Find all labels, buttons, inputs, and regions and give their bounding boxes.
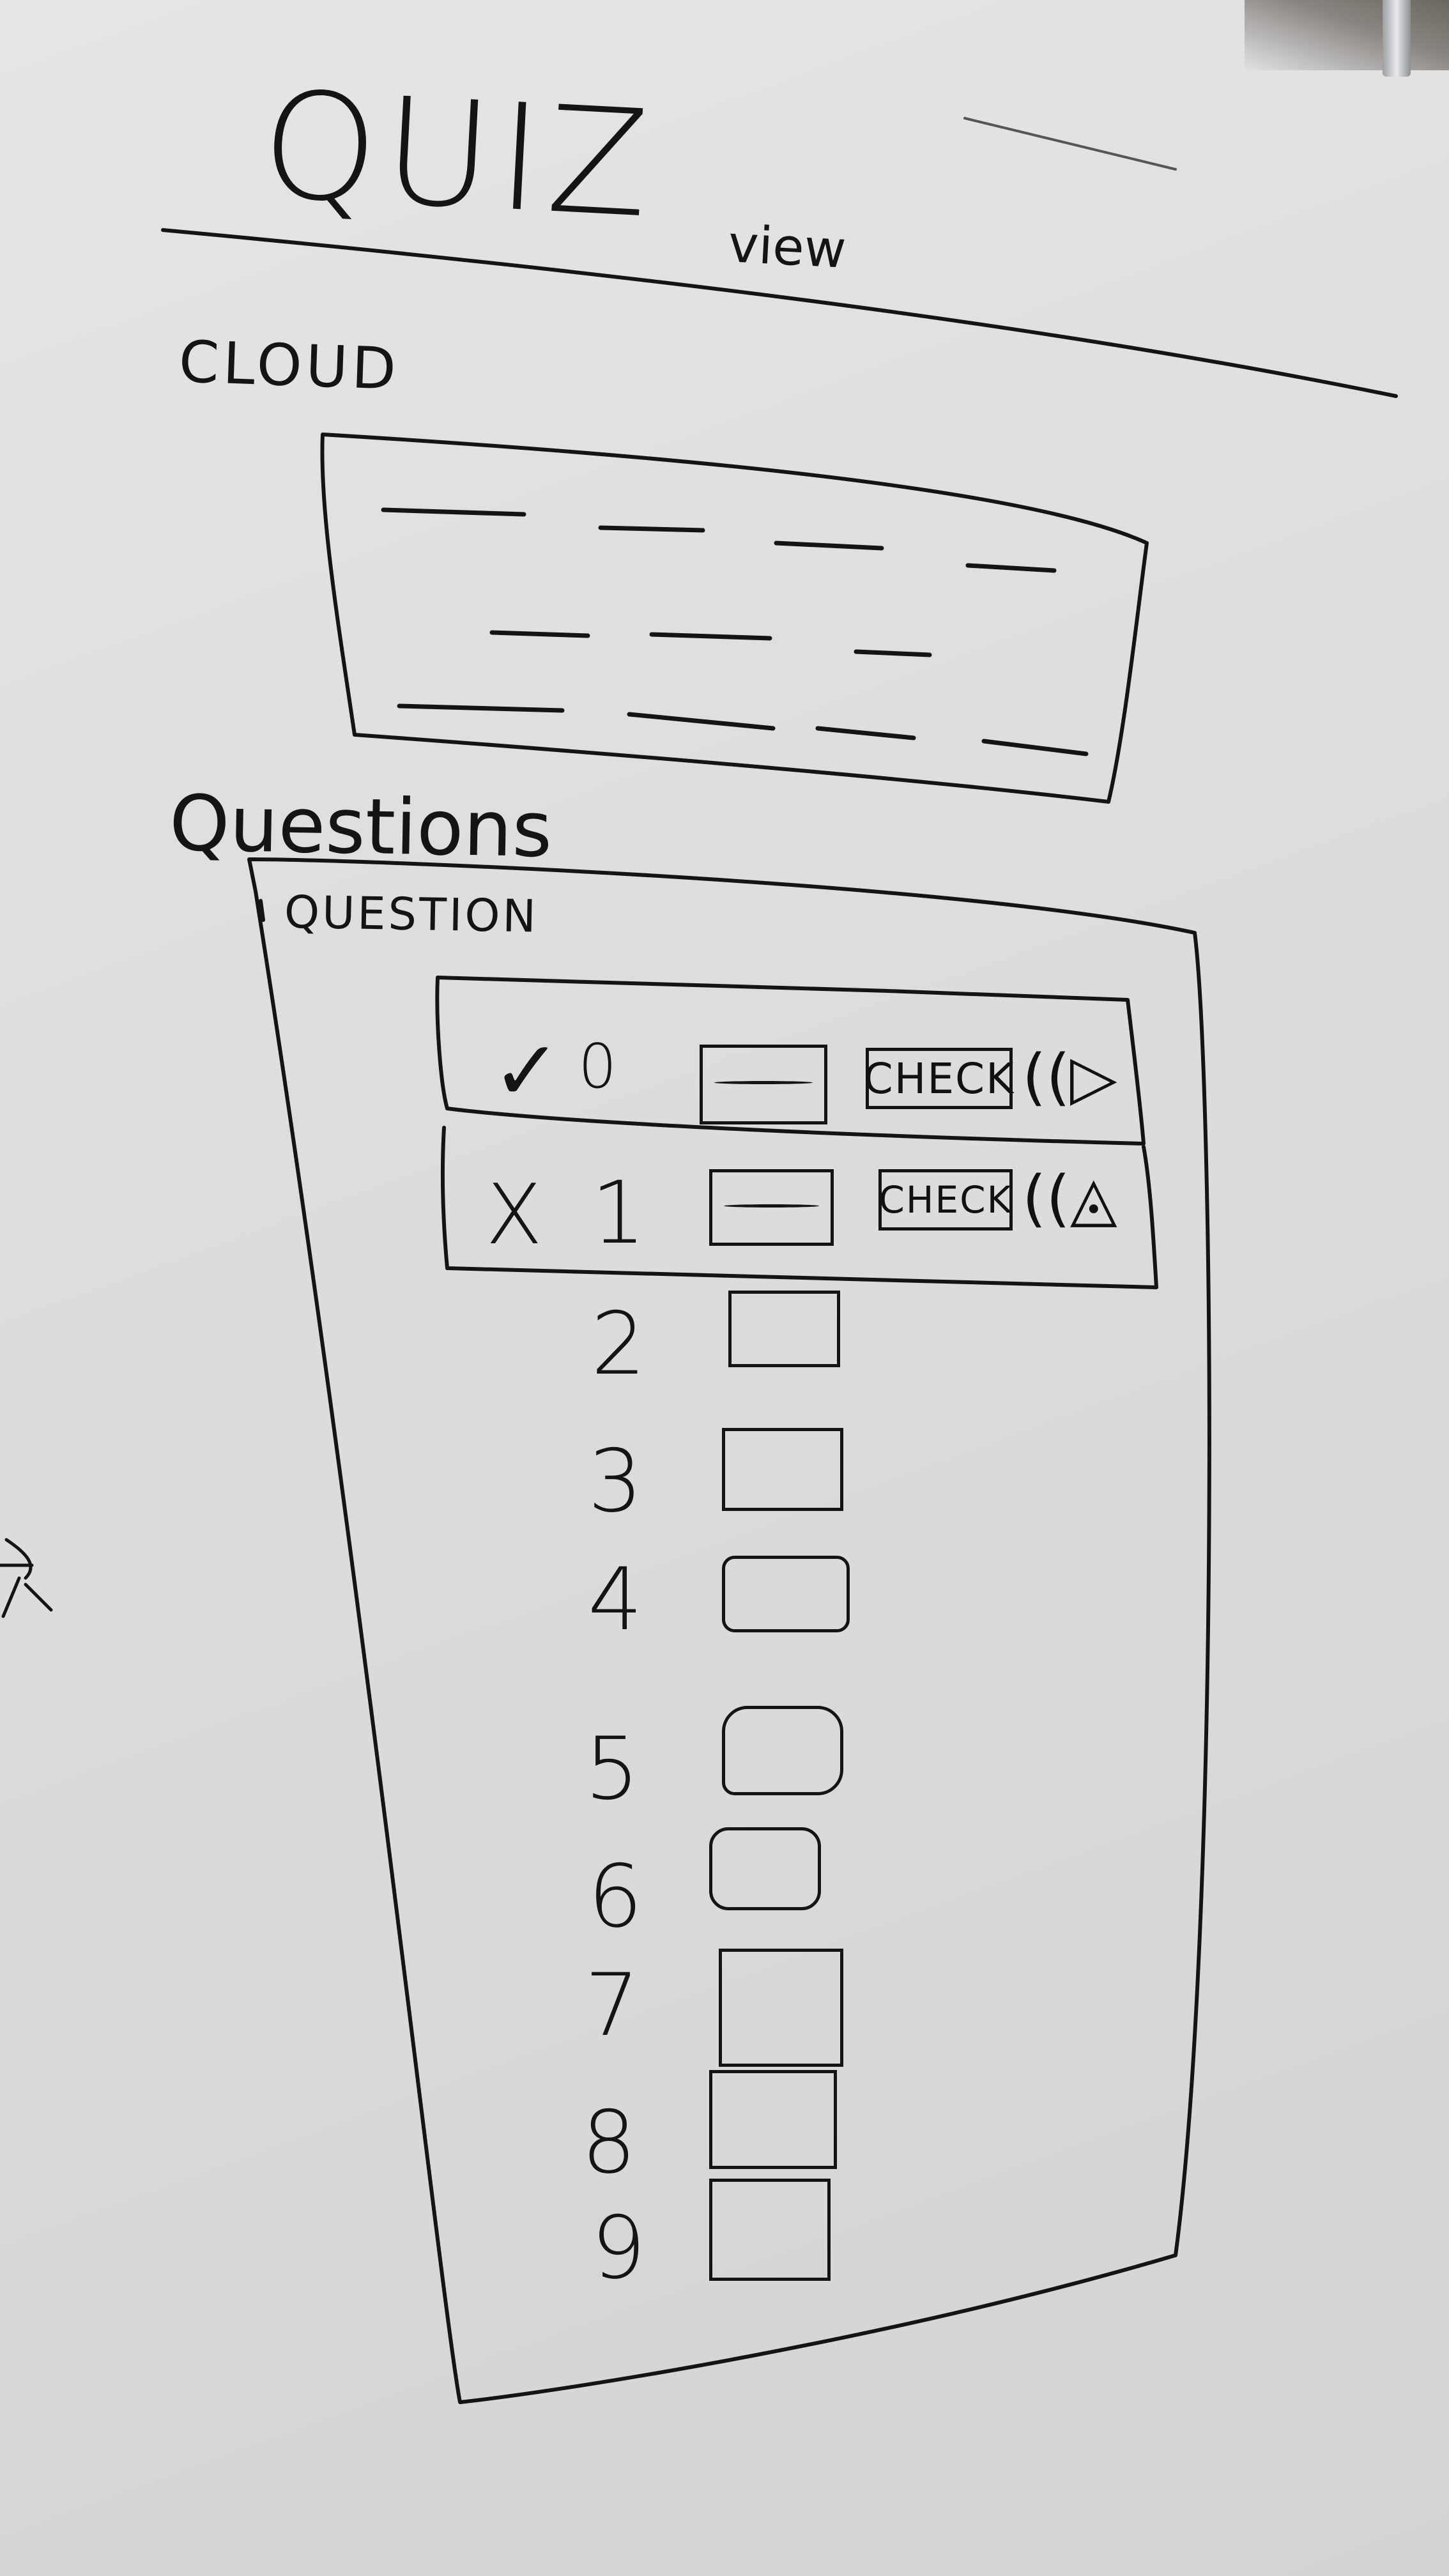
- question-number-8: 8: [581, 2092, 636, 2193]
- question-number-5: 5: [585, 1719, 640, 1819]
- answer-input-0[interactable]: [700, 1045, 827, 1124]
- page-subtitle: view: [726, 214, 848, 280]
- answer-input-8[interactable]: [709, 2070, 837, 2169]
- check-button-1[interactable]: CHECK: [878, 1169, 1013, 1230]
- check-button-0[interactable]: CHECK: [864, 1048, 1013, 1109]
- question-number-4: 4: [588, 1549, 643, 1650]
- answer-input-4[interactable]: [722, 1556, 850, 1632]
- incorrect-mark-icon: X: [486, 1166, 543, 1263]
- background-corner: [1245, 0, 1449, 70]
- row-1-frame: [440, 1126, 1158, 1289]
- question-number-9: 9: [591, 2198, 646, 2298]
- cloud-word-placeholders: [381, 507, 1089, 756]
- header-divider: [161, 228, 1398, 398]
- question-number-1: 1: [591, 1163, 646, 1263]
- answer-input-9[interactable]: [709, 2179, 831, 2281]
- speaker-icon[interactable]: ((◬: [1022, 1163, 1117, 1234]
- answer-input-6[interactable]: [709, 1827, 821, 1910]
- question-number-0: 0: [578, 1032, 617, 1102]
- question-number-6: 6: [588, 1846, 643, 1947]
- question-number-2: 2: [591, 1294, 646, 1394]
- correct-mark-icon: ✓: [492, 1022, 562, 1119]
- answer-input-2[interactable]: [728, 1291, 840, 1367]
- answer-input-5[interactable]: [722, 1706, 843, 1795]
- page-title: QUIZ: [257, 60, 659, 251]
- answer-input-1[interactable]: [709, 1169, 834, 1246]
- metal-pole: [1383, 0, 1411, 77]
- question-number-7: 7: [585, 1955, 640, 2055]
- row-0-frame: [435, 976, 1146, 1146]
- cloud-container: [320, 433, 1149, 804]
- speaker-icon[interactable]: ((▷: [1022, 1041, 1117, 1113]
- question-card-label: QUESTION: [284, 885, 539, 943]
- question-card: [247, 857, 1211, 2404]
- question-number-3: 3: [588, 1431, 643, 1531]
- questions-section-label: Questions: [168, 779, 553, 875]
- cloud-label: CLOUD: [178, 328, 401, 404]
- answer-input-7[interactable]: [719, 1949, 843, 2067]
- answer-input-3[interactable]: [722, 1428, 843, 1511]
